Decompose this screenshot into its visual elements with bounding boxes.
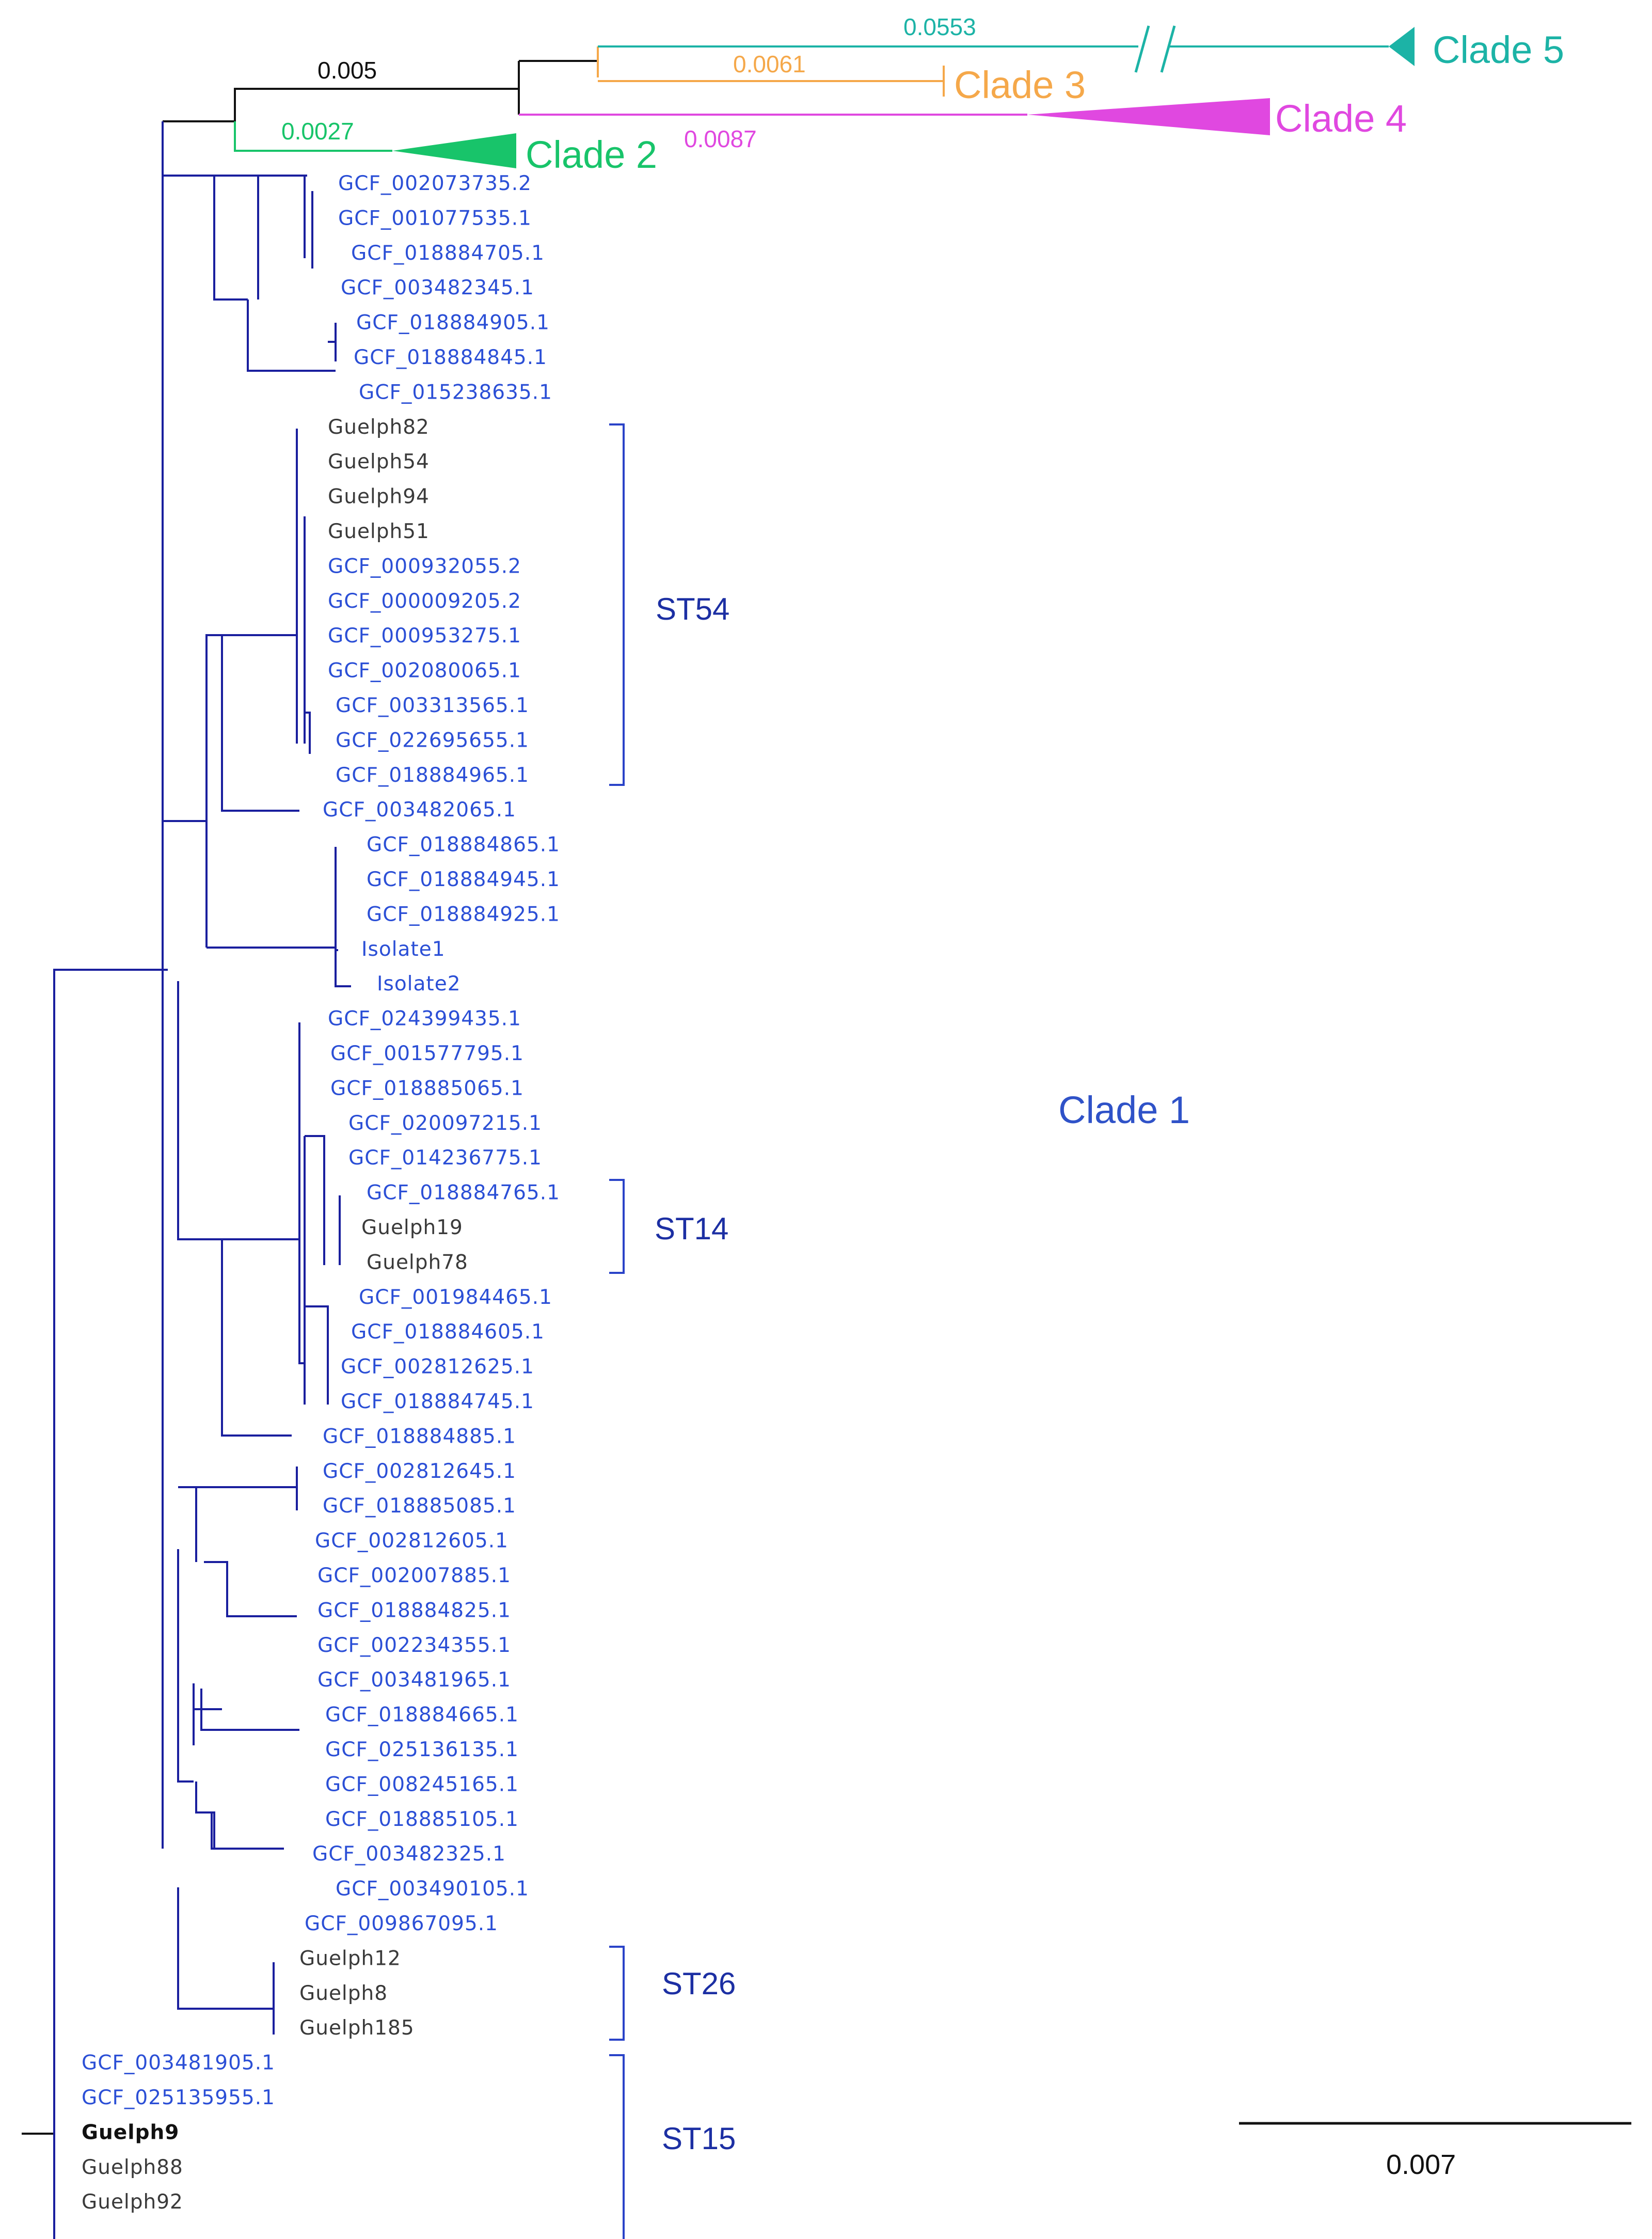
- leaf-label: GCF_003482325.1: [312, 1842, 506, 1866]
- leaf-label: GCF_020097215.1: [348, 1112, 542, 1135]
- leaf-label: GCF_018884885.1: [323, 1425, 516, 1448]
- leaf-label: GCF_018884925.1: [367, 903, 560, 926]
- leaf-label: GCF_003482065.1: [323, 798, 516, 822]
- leaf-label: Guelph9: [82, 2121, 179, 2144]
- leaf-label: Guelph78: [367, 1251, 468, 1274]
- leaf-label: GCF_018884865.1: [367, 833, 560, 857]
- leaf-label: GCF_015238635.1: [359, 381, 552, 404]
- clade1-label: Clade 1: [1058, 1089, 1190, 1131]
- leaf-label: GCF_014236775.1: [348, 1146, 542, 1170]
- leaf-label: Isolate2: [377, 972, 461, 996]
- leaf-label: GCF_003482345.1: [341, 276, 534, 299]
- st-brackets: ST54 ST14 ST26 ST15: [609, 423, 736, 2239]
- st26-bracket: [609, 1946, 625, 2041]
- st26-label: ST26: [662, 1966, 736, 2001]
- st54-label: ST54: [656, 592, 729, 626]
- leaf-label: GCF_002812625.1: [341, 1355, 534, 1379]
- leaf-label: GCF_002073735.2: [338, 172, 532, 195]
- leaf-label: Guelph19: [361, 1216, 463, 1239]
- leaf-label: Guelph92: [82, 2190, 183, 2214]
- st15-bracket: [609, 2054, 625, 2239]
- clade4-branch: [519, 98, 1270, 135]
- leaf-label: GCF_018884765.1: [367, 1181, 560, 1205]
- st14-bracket: [609, 1179, 625, 1274]
- leaf-label: GCF_002812605.1: [315, 1530, 509, 1553]
- scale-bar: 0.007: [1239, 2122, 1631, 2180]
- leaf-label: GCF_000953275.1: [328, 624, 521, 648]
- leaf-label: GCF_018884825.1: [317, 1599, 511, 1622]
- leaf-label: GCF_003481905.1: [82, 2052, 275, 2075]
- leaf-label: Guelph82: [328, 416, 430, 439]
- leaf-label: GCF_000932055.2: [328, 555, 521, 578]
- leaf-label: GCF_018884705.1: [351, 242, 545, 265]
- leaf-label: Guelph185: [299, 2016, 415, 2040]
- branch-length-clade5: 0.0553: [903, 13, 976, 40]
- branch-length-clade4: 0.0087: [684, 125, 757, 152]
- leaf-label: Guelph94: [328, 485, 430, 509]
- leaf-label: Guelph51: [328, 520, 430, 543]
- leaf-label: GCF_018884605.1: [351, 1320, 545, 1344]
- leaf-label: GCF_018884665.1: [325, 1704, 519, 1727]
- leaf-label: GCF_018885065.1: [330, 1077, 524, 1100]
- leaf-label: GCF_018884905.1: [356, 311, 550, 335]
- leaf-label: GCF_001077535.1: [338, 207, 532, 230]
- branch-length-clade3: 0.0061: [733, 51, 806, 77]
- leaf-label: GCF_002234355.1: [317, 1634, 511, 1657]
- leaf-label: GCF_024399435.1: [328, 1007, 521, 1031]
- leaf-label: Guelph88: [82, 2156, 183, 2179]
- leaf-label: GCF_018884965.1: [336, 764, 529, 787]
- leaf-label: GCF_018884945.1: [367, 868, 560, 891]
- leaf-label: GCF_002080065.1: [328, 659, 521, 683]
- clade1-branches: [53, 121, 351, 2239]
- leaf-label: GCF_001984465.1: [359, 1286, 552, 1309]
- st14-label: ST14: [655, 1211, 728, 1246]
- clade2-branch: [234, 121, 516, 168]
- scale-bar-label: 0.007: [1386, 2149, 1456, 2180]
- clade5-label: Clade 5: [1433, 28, 1564, 71]
- leaf-label: GCF_009867095.1: [305, 1912, 498, 1935]
- leaf-label: GCF_025135955.1: [82, 2086, 275, 2109]
- leaf-label: GCF_008245165.1: [325, 1773, 519, 1796]
- clade5-triangle: [1389, 27, 1415, 66]
- leaf-labels: GCF_002073735.2GCF_001077535.1GCF_018884…: [82, 172, 560, 2214]
- clade5-branch: [597, 25, 1415, 77]
- clade4-triangle: [1027, 98, 1270, 135]
- leaf-label: GCF_002812645.1: [323, 1460, 516, 1483]
- leaf-label: GCF_001577795.1: [330, 1042, 524, 1065]
- clade2-label: Clade 2: [526, 133, 657, 176]
- st15-label: ST15: [662, 2121, 736, 2156]
- leaf-label: Isolate1: [361, 938, 446, 961]
- clade4-label: Clade 4: [1275, 97, 1407, 140]
- leaf-label: GCF_018885105.1: [325, 1808, 519, 1831]
- outer-clades: 0.005 0.0553 0.0061 0.0027 0.0087 Clade …: [22, 13, 1564, 2135]
- leaf-label: GCF_018885085.1: [323, 1494, 516, 1518]
- clade3-branch: [598, 66, 945, 97]
- st54-bracket: [609, 423, 625, 786]
- leaf-label: Guelph8: [299, 1982, 388, 2005]
- clade3-label: Clade 3: [954, 64, 1086, 106]
- axis-break-icon: [1134, 25, 1176, 73]
- leaf-label: GCF_018884845.1: [354, 346, 547, 369]
- leaf-label: GCF_022695655.1: [336, 729, 529, 752]
- leaf-label: GCF_018884745.1: [341, 1390, 534, 1413]
- clade1-trunk: [53, 969, 168, 2134]
- leaf-label: GCF_025136135.1: [325, 1738, 519, 1761]
- branch-length-backbone: 0.005: [317, 57, 377, 84]
- clade2-triangle: [392, 133, 516, 168]
- leaf-label: Guelph12: [299, 1947, 401, 1970]
- branch-length-clade2: 0.0027: [281, 118, 354, 145]
- leaf-label: GCF_000009205.2: [328, 590, 521, 613]
- leaf-label: GCF_003481965.1: [317, 1668, 511, 1692]
- leaf-label: GCF_002007885.1: [317, 1564, 511, 1587]
- leaf-label: GCF_003313565.1: [336, 694, 529, 717]
- leaf-label: Guelph54: [328, 450, 430, 474]
- leaf-label: GCF_003490105.1: [336, 1878, 529, 1901]
